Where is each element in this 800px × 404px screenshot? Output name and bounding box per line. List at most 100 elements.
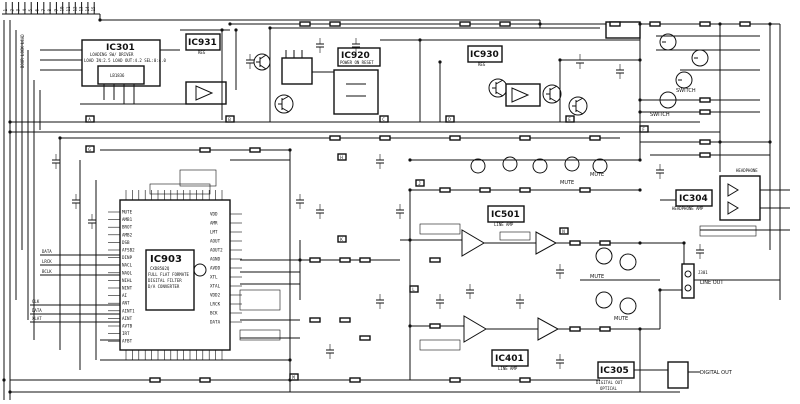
- connector-pin-number: 7: [41, 9, 46, 12]
- ic305-desc: DIGITAL OUT: [596, 380, 623, 385]
- resistor: [449, 377, 461, 383]
- headphone-label: HEADPHONE: [736, 168, 758, 173]
- resistor: [149, 377, 161, 383]
- junction: [768, 22, 772, 26]
- junction: [268, 26, 272, 30]
- ic304-label: IC304: [679, 194, 708, 204]
- resistor: [359, 335, 371, 341]
- ic301-label: IC301: [106, 43, 135, 53]
- connector-pin-number: 12: [72, 6, 77, 12]
- ic903-pin-label: NIHL: [122, 278, 133, 283]
- junction: [718, 140, 722, 144]
- connector-pin-number: 11: [66, 6, 71, 12]
- ic903-pin-label: AI: [122, 293, 128, 298]
- junction: [538, 22, 542, 26]
- marker-letter: B: [228, 117, 231, 122]
- junction: [638, 188, 642, 192]
- ic304-desc: HEADPHONE AMP: [672, 206, 704, 211]
- switch-area: SWITCH SWITCH: [605, 21, 760, 118]
- ic903-pin-label: DATA: [210, 320, 221, 325]
- marker-letter: K: [340, 237, 343, 242]
- marker-letter: L: [412, 287, 415, 292]
- resistor: [429, 257, 441, 263]
- resistor: [579, 187, 591, 193]
- resistor: [199, 377, 211, 383]
- ic920-block: IC920 POWER ON RESET: [269, 28, 381, 122]
- connector-pin-number: 13: [79, 6, 84, 12]
- junction: [682, 241, 686, 245]
- ic401-desc: LINE AMP: [498, 366, 518, 371]
- ic930-label: IC930: [470, 50, 499, 60]
- ic401-label: IC401: [495, 354, 524, 364]
- j301-label: J301: [698, 270, 708, 275]
- resistor: [349, 377, 361, 383]
- junction: [58, 136, 62, 140]
- marker-letter: E: [568, 117, 571, 122]
- ic903-pin-label: XTL: [210, 275, 218, 280]
- junction: [408, 158, 412, 162]
- connector-pin-number: 2: [9, 9, 14, 12]
- resistor: [249, 147, 261, 153]
- ic501-desc: LINE AMP: [494, 222, 514, 227]
- resistor: [699, 21, 711, 27]
- ic903-pin-label: BROT: [122, 225, 133, 230]
- connector-pin-number: 1: [3, 9, 8, 12]
- mute-label-1: MUTE: [560, 180, 574, 186]
- resistor: [339, 317, 351, 323]
- ic903-pin-label: AMR: [210, 221, 218, 226]
- marker-letter: J: [418, 181, 421, 186]
- resistor: [459, 21, 471, 27]
- connector-pin-number: 10: [60, 6, 65, 12]
- junction: [228, 22, 232, 26]
- top-rails: [10, 19, 781, 300]
- line-out-label: LINE OUT: [700, 280, 724, 286]
- ic920-desc: POWER ON RESET: [340, 60, 374, 65]
- ic903-pin-label: VDD2: [210, 293, 221, 298]
- junction: [2, 378, 6, 382]
- ic931-label: IC931: [188, 38, 217, 48]
- data-signal-label: DATA: [42, 249, 52, 254]
- junction: [638, 22, 642, 26]
- connector-pin-number: 6: [35, 9, 40, 12]
- connector-pin-number: 8: [47, 9, 52, 12]
- resistor: [599, 240, 611, 246]
- ic903-pin-label: XTAL: [210, 284, 221, 289]
- resistor: [499, 21, 511, 27]
- junction: [220, 28, 224, 32]
- data2-signal-label: DATA: [32, 308, 42, 313]
- junction: [298, 258, 302, 262]
- junction: [718, 22, 722, 26]
- resistor: [599, 326, 611, 332]
- junction: [438, 60, 442, 64]
- junction: [638, 110, 642, 114]
- junction: [234, 28, 238, 32]
- ic903-pin-label: AVTB: [122, 324, 133, 329]
- bottom-rails: [10, 329, 680, 393]
- junction-dots: [2, 18, 772, 394]
- junction: [638, 58, 642, 62]
- mute-label-4: MUTE: [614, 316, 628, 322]
- clk-signal-label: CLK: [32, 299, 40, 304]
- resistor: [379, 135, 391, 141]
- ic903-pin-label: VDD: [210, 212, 218, 217]
- ic903-pin-label: LMT: [210, 230, 218, 235]
- switch-label-1: SWITCH: [650, 112, 670, 118]
- marker-letter: A: [88, 117, 91, 122]
- resistor: [449, 135, 461, 141]
- marker-box: [289, 373, 299, 381]
- ic501-block: IC501 LINE AMP: [400, 190, 640, 380]
- junction: [558, 58, 562, 62]
- ic931-block: IC931 REG: [160, 30, 271, 120]
- ic903-block: IC903 CXD8502Q FULL FLAT FORMATE DIGITAL…: [108, 190, 242, 360]
- ic903-pin-label: AMB1: [122, 217, 133, 222]
- junction: [408, 324, 412, 328]
- marker-box: [225, 115, 235, 123]
- resistor: [589, 135, 601, 141]
- marker-box: [639, 125, 649, 133]
- junction: [408, 238, 412, 242]
- ic903-desc2: FULL FLAT FORMATE: [148, 272, 190, 277]
- left-bus: [3, 20, 41, 400]
